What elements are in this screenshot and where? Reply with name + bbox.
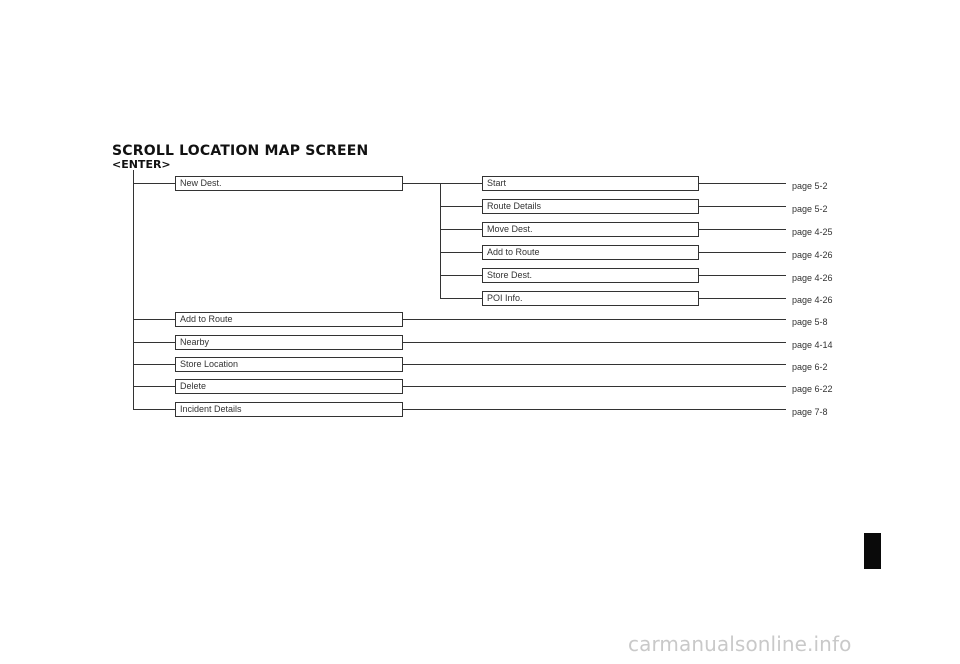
leader-line [699,298,786,299]
leader-line [699,252,786,253]
page-ref-store-dest: page 4-26 [792,273,833,283]
page-ref-add-to-route: page 5-8 [792,317,828,327]
menu-item-store-location[interactable]: Store Location [175,357,403,372]
site-watermark: carmanualsonline.info [628,632,852,656]
submenu-item-route-details[interactable]: Route Details [482,199,699,214]
menu-item-new-dest[interactable]: New Dest. [175,176,403,191]
sub-trunk-line [440,183,441,298]
page-ref-incident-details: page 7-8 [792,407,828,417]
page-ref-store-location: page 6-2 [792,362,828,372]
branch-connector [133,319,175,320]
page-ref-start: page 5-2 [792,181,828,191]
branch-connector [133,364,175,365]
leader-line [403,319,786,320]
branch-connector [133,386,175,387]
sub-branch-connector [440,252,482,253]
leader-line [403,386,786,387]
page-ref-add-to-route-sub: page 4-26 [792,250,833,260]
submenu-item-move-dest[interactable]: Move Dest. [482,222,699,237]
submenu-item-poi-info[interactable]: POI Info. [482,291,699,306]
menu-item-add-to-route[interactable]: Add to Route [175,312,403,327]
branch-connector [133,409,175,410]
menu-item-incident-details[interactable]: Incident Details [175,402,403,417]
sub-branch-connector [440,229,482,230]
leader-line [699,206,786,207]
main-trunk-line [133,170,134,410]
page-ref-move-dest: page 4-25 [792,227,833,237]
sub-branch-connector [440,298,482,299]
submenu-item-start[interactable]: Start [482,176,699,191]
page-ref-poi-info: page 4-26 [792,295,833,305]
page-ref-nearby: page 4-14 [792,340,833,350]
sub-branch-connector [440,206,482,207]
leader-line [699,275,786,276]
leader-line [699,183,786,184]
sub-branch-connector [440,275,482,276]
submenu-item-add-to-route[interactable]: Add to Route [482,245,699,260]
branch-connector [133,183,175,184]
leader-line [699,229,786,230]
page-ref-delete: page 6-22 [792,384,833,394]
branch-connector [133,342,175,343]
sub-connector [403,183,482,184]
enter-label: <ENTER> [112,158,171,171]
section-tab-marker [864,533,881,569]
page-ref-route-details: page 5-2 [792,204,828,214]
leader-line [403,364,786,365]
submenu-item-store-dest[interactable]: Store Dest. [482,268,699,283]
page-title: SCROLL LOCATION MAP SCREEN [112,143,369,159]
leader-line [403,409,786,410]
menu-item-nearby[interactable]: Nearby [175,335,403,350]
leader-line [403,342,786,343]
menu-item-delete[interactable]: Delete [175,379,403,394]
